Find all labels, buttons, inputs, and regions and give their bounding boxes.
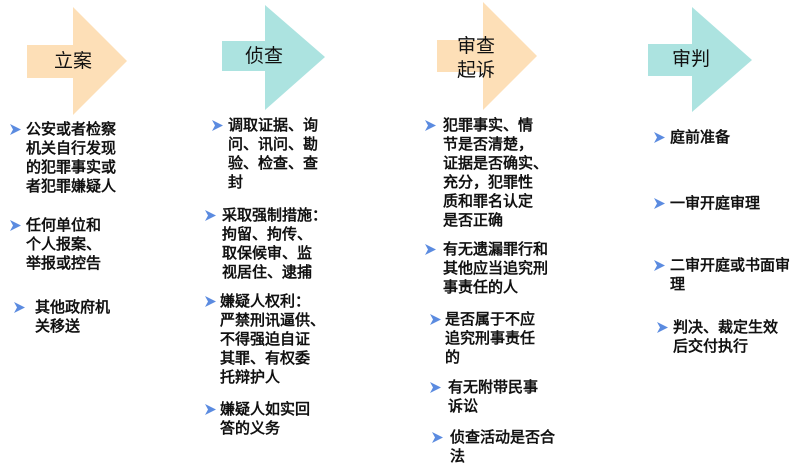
stage-item: 有无遗漏罪行和 其他应当追究刑 事责任的人 (443, 240, 549, 296)
stage-item: 嫌疑人权利： 严禁刑讯逼供、 不得强迫自证 其罪、有权委 托辩护人 (220, 292, 326, 386)
arrow-bullet-icon (430, 382, 441, 393)
stage-item: 嫌疑人如实回 答的义务 (220, 400, 311, 437)
stage-item: 侦查活动是否合 法 (450, 428, 556, 465)
arrow-bullet-icon (425, 244, 436, 255)
stage-title-investigation: 侦查 (245, 45, 284, 67)
arrow-bullet-icon (430, 314, 441, 325)
stage-item: 是否属于不应 追究刑事责任 的 (445, 310, 536, 366)
arrow-bullet-icon (205, 296, 216, 307)
arrow-bullet-icon (205, 404, 216, 415)
stage-item: 其他政府机 关移送 (35, 298, 111, 335)
stage-item: 判决、裁定生效 后交付执行 (673, 318, 779, 355)
stage-item: 采取强制措施： 拘留、拘传、 取保候审、监 视居住、逮捕 (222, 206, 328, 281)
arrow-bullet-icon (10, 124, 21, 135)
arrow-bullet-icon (657, 322, 668, 333)
stage-item: 庭前准备 (670, 128, 731, 146)
stage-item: 调取证据、询 问、讯问、勘 验、检查、查 封 (228, 116, 319, 191)
stage-item: 二审开庭或书面审 理 (670, 256, 791, 293)
stage-item: 犯罪事实、情 节是否清楚， 证据是否确实、 充分，犯罪性 质和罪名认定 是否正确 (443, 116, 549, 229)
arrow-bullet-icon (212, 120, 223, 131)
stage-title-filing: 立案 (54, 50, 93, 72)
arrow-bullet-icon (432, 432, 443, 443)
arrow-bullet-icon (654, 198, 665, 209)
stage-item: 有无附带民事 诉讼 (448, 378, 539, 415)
arrow-bullet-icon (10, 220, 21, 231)
arrow-bullet-icon (654, 260, 665, 271)
stage-item: 一审开庭审理 (670, 194, 761, 212)
arrow-bullet-icon (14, 302, 25, 313)
stage-item: 任何单位和 个人报案、 举报或控告 (26, 216, 102, 272)
arrow-bullet-icon (425, 120, 436, 131)
arrow-bullet-icon (654, 132, 665, 143)
stage-title-prosecution: 审查 起诉 (457, 35, 496, 81)
arrow-bullet-icon (205, 210, 216, 221)
stage-title-trial: 审判 (672, 48, 711, 70)
stage-item: 公安或者检察 机关自行发现 的犯罪事实或 者犯罪嫌疑人 (26, 120, 117, 195)
